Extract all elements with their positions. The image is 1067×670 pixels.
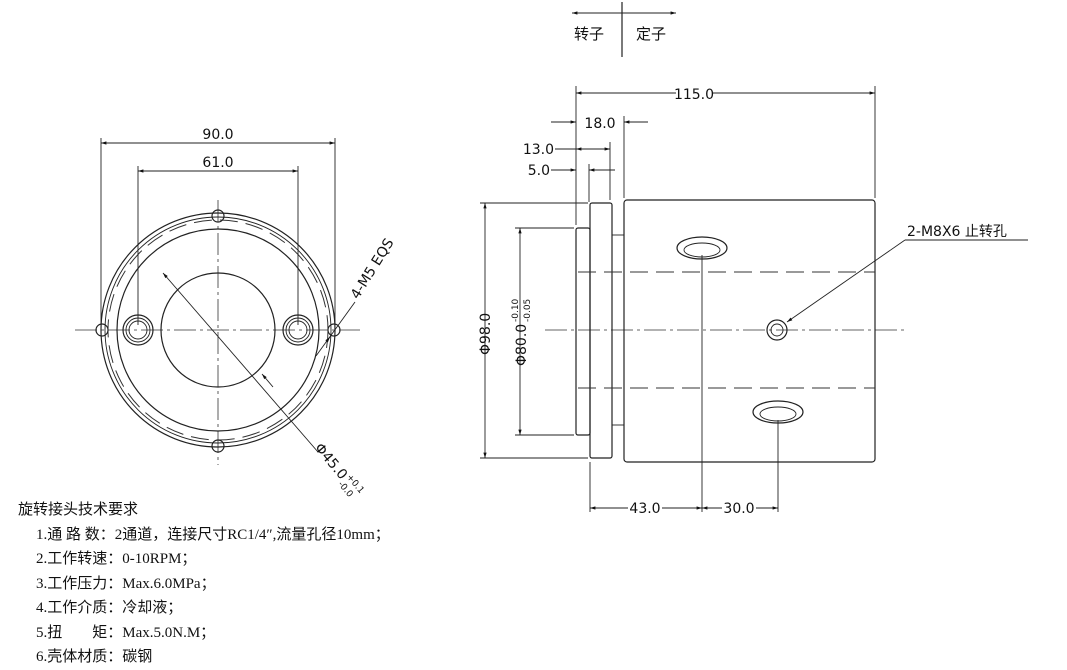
rotor-body [623,199,876,463]
front-view: 90.0 61.0 Φ45.0 +0.1 -0.0 4-M5 EQS [75,127,398,500]
rotor-label: 转子 [574,25,604,43]
side-view: 115.0 18.0 13.0 5.0 Φ98.0 Φ80.0 -0.10 -0… [478,85,1028,517]
note-item: 2.工作转速：0-10RPM； [36,551,197,567]
m5-hole-left [95,323,109,337]
svg-text:Φ45.0: Φ45.0 [311,440,350,483]
dim-d80-tol-lower: -0.05 [523,299,533,322]
dim-bore: Φ45.0 [311,440,350,483]
anti-rotation-hole [766,319,788,341]
dim-43: 43.0 [629,501,660,517]
note-item: 1.通 路 数：2通道，连接尺寸RC1/4″,流量孔径10mm； [36,526,390,543]
dim-hole-spacing: 61.0 [202,155,233,171]
note-item: 3.工作压力：Max.6.0MPa； [36,575,216,592]
notes-title: 旋转接头技术要求 [18,502,139,518]
dim-30: 30.0 [723,501,754,517]
m5-hole-right [327,323,341,337]
rotor-stator-indicator: 转子 定子 [572,2,676,57]
stator-label: 定子 [636,25,666,43]
dim-5: 5.0 [528,163,550,179]
dim-outer-diameter: 90.0 [202,127,233,143]
dim-d98: Φ98.0 [478,313,494,355]
m5-hole-top [211,209,225,223]
dim-d80: Φ80.0 [514,324,530,366]
stator-spigot [575,227,591,436]
note-item: 4.工作介质：冷却液； [36,600,183,616]
thread-callout: 4-M5 EQS [348,236,398,302]
note-item: 5.扭 矩：Max.5.0N.M； [36,624,216,641]
flange [589,202,613,459]
dim-total-length: 115.0 [674,87,714,103]
m5-hole-bottom [211,439,225,453]
technical-requirements: 旋转接头技术要求 1.通 路 数：2通道，连接尺寸RC1/4″,流量孔径10mm… [18,498,390,670]
port-bottom [752,400,804,424]
note-item: 6.壳体材质：碳钢 [36,649,153,665]
dim-13: 13.0 [523,142,554,158]
dim-18: 18.0 [584,116,615,132]
hole-callout: 2-M8X6 止转孔 [907,224,1007,240]
dim-d80-tol-upper: -0.10 [511,298,521,322]
